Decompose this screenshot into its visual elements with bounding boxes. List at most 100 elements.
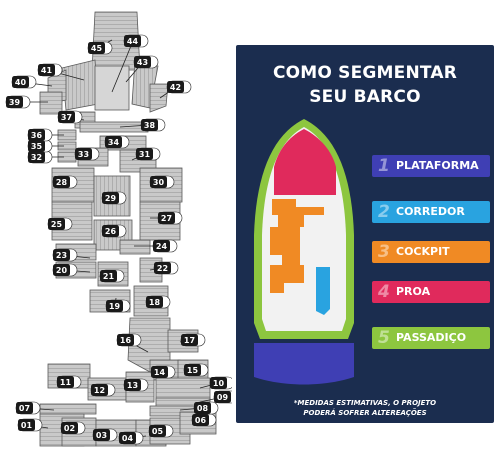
part-number: 27 [161,214,172,223]
part-label-35: 35 [27,139,53,153]
part-number: 24 [156,242,168,251]
part-label-11: 11 [56,375,82,389]
part-number: 19 [109,302,121,311]
part-label-02: 02 [60,421,86,435]
part-number: 38 [144,121,156,130]
part-number: 31 [139,150,151,159]
part-number: 34 [108,138,120,147]
legend-item-cockpit: 3 COCKPIT [372,241,490,263]
part-label-13: 13 [123,378,149,392]
part-label-01: 01 [17,418,43,432]
legend-label: CORREDOR [396,205,465,218]
part-label-15: 15 [183,363,209,377]
part-label-06: 06 [191,413,217,427]
part-number: 04 [122,434,134,443]
part-label-32: 32 [27,150,53,164]
part-number: 23 [56,251,67,260]
part-label-36: 36 [27,128,53,142]
part-number: 33 [78,150,89,159]
part-label-16: 16 [116,333,142,347]
part-number: 18 [149,298,161,307]
legend-number: 5 [378,328,390,348]
legend-number: 3 [378,242,390,262]
part-label-04: 04 [118,431,144,445]
part-number: 10 [213,379,225,388]
part-label-33: 33 [74,147,100,161]
part-number: 41 [41,66,53,75]
legend-label: PROA [396,285,431,298]
part-number: 25 [51,220,63,229]
part-label-19: 19 [105,299,131,313]
part-number: 14 [154,368,166,377]
part-label-03: 03 [92,428,118,442]
legend-label: PLATAFORMA [396,159,479,172]
part-number: 13 [127,381,138,390]
part-number: 15 [187,366,199,375]
legend-item-proa: 4 PROA [372,281,490,303]
part-label-20: 20 [52,263,78,277]
part-number: 03 [96,431,107,440]
cockpit-pad-24 [119,239,151,255]
legend-item-plataforma: 1 PLATAFORMA [372,155,490,177]
part-label-21: 21 [99,269,125,283]
part-number: 36 [31,131,43,140]
part-label-18: 18 [145,295,171,309]
stern-pad-07 [39,403,97,415]
panel-title-line-2: SEU BARCO [309,87,421,107]
part-label-26: 26 [101,224,127,238]
part-label-08: 08 [193,401,219,415]
part-number: 20 [56,266,68,275]
part-number: 01 [21,421,33,430]
part-number: 26 [105,227,117,236]
part-label-07: 07 [15,401,41,415]
part-number: 44 [127,37,139,46]
part-label-05: 05 [148,424,174,438]
part-label-09: 09 [213,390,232,404]
boat-segments-illustration [254,119,354,385]
part-label-37: 37 [57,110,83,124]
part-label-12: 12 [90,383,116,397]
part-number: 17 [184,336,195,345]
part-number: 16 [120,336,132,345]
part-number: 40 [15,78,27,87]
part-label-10: 10 [209,376,232,390]
part-number: 09 [217,393,229,402]
segment-corredor [316,267,330,315]
part-number: 11 [60,378,72,387]
panel-title-line-1: COMO SEGMENTAR [272,63,458,83]
part-number: 05 [152,427,164,436]
legend-number: 4 [378,282,390,302]
panel-note: *MEDIDAS ESTIMATIVAS, O PROJETO PODERÁ S… [254,398,476,418]
part-label-40: 40 [11,75,37,89]
part-number: 39 [9,98,21,107]
part-label-25: 25 [47,217,73,231]
part-number: 07 [19,404,30,413]
part-number: 43 [137,58,148,67]
part-label-38: 38 [140,118,166,132]
panel-note-line-2: PODERÁ SOFRER ALTEREAÇÕES [303,409,427,417]
part-number: 37 [61,113,72,122]
part-number: 28 [56,178,68,187]
part-number: 32 [31,153,42,162]
part-number: 21 [103,272,115,281]
stern-pad-10 [155,377,211,401]
part-label-28: 28 [52,175,78,189]
part-label-42: 42 [166,80,192,94]
bow-pad-44 [94,65,130,111]
part-label-24: 24 [152,239,178,253]
segment-proa [274,129,336,195]
part-number: 22 [157,264,168,273]
legend-label: COCKPIT [396,245,450,258]
leader-line-44 [111,40,134,93]
part-label-39: 39 [5,95,31,109]
segment-cockpit-2 [270,265,304,293]
part-number: 35 [31,142,43,151]
legend-number: 1 [378,156,390,176]
part-label-34: 34 [104,135,130,149]
part-number: 29 [105,194,117,203]
